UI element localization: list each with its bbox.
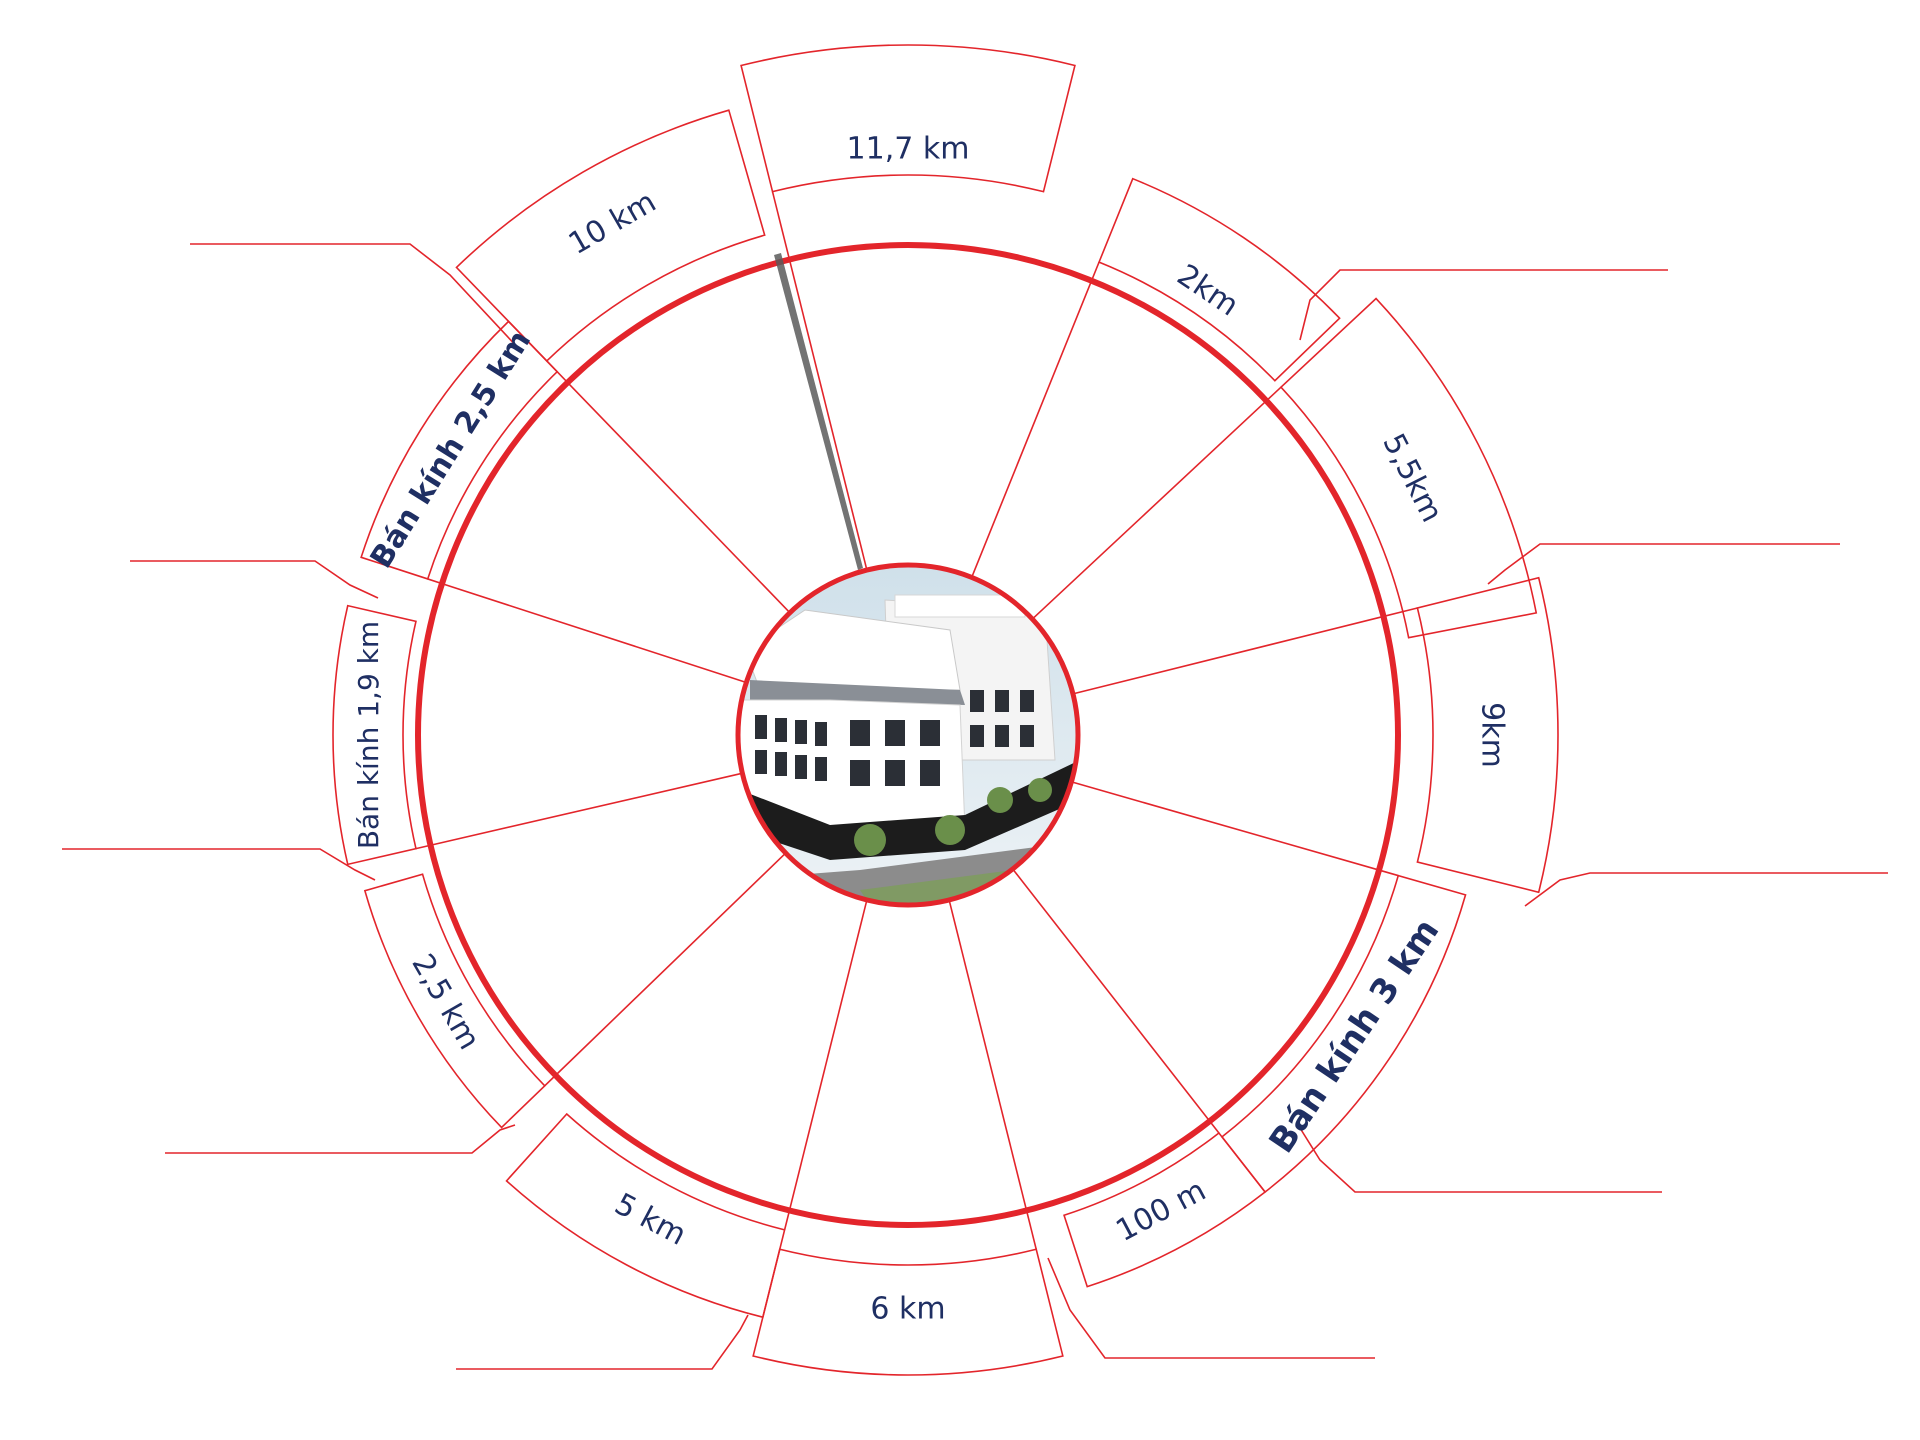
callout-line-nw-1	[190, 243, 521, 351]
band-segment-ssw	[505, 1112, 786, 1319]
spoke-connector-s	[1025, 1210, 1037, 1250]
callout-line-w-1	[130, 560, 379, 599]
spoke-sw	[554, 853, 785, 1076]
spoke-w	[430, 772, 741, 847]
band-segment-e	[1416, 576, 1559, 894]
band-segment-n	[740, 44, 1076, 193]
band-segment-ne	[1279, 297, 1538, 639]
spoke-connector-n	[771, 191, 791, 260]
spoke-connector-nw	[546, 360, 569, 384]
distance-label-w: Bán kính 1,9 km	[352, 621, 385, 849]
radius-ring	[415, 242, 1401, 1228]
band-segment-nw	[455, 109, 766, 363]
distance-label-ne: 5,5km	[1375, 428, 1449, 528]
spoke-connector-ne	[1265, 386, 1282, 402]
distance-label-nw: 10 km	[563, 184, 662, 261]
callout-line-sse-1	[1047, 1257, 1375, 1359]
callout-line-sw-1	[165, 1124, 516, 1154]
distance-label-n: 11,7 km	[847, 132, 970, 167]
distance-label-ssw: 5 km	[609, 1187, 692, 1253]
spoke-connector-ssw	[783, 1210, 791, 1231]
spoke-nne	[971, 280, 1093, 576]
callout-line-w-2	[62, 848, 376, 881]
callout-line-e-2	[1487, 543, 1840, 585]
band-segment-sse	[1063, 1131, 1267, 1288]
spoke-se	[1073, 781, 1380, 871]
band-segment-w	[332, 604, 417, 866]
spoke-connector-nne	[1090, 261, 1100, 281]
spoke-sse	[1013, 870, 1211, 1122]
outer-band	[332, 44, 1559, 1376]
spoke-connector-e	[1383, 607, 1418, 618]
callout-lines	[62, 243, 1888, 1370]
band-segment-nne	[1098, 177, 1341, 382]
spoke-wnw	[441, 582, 745, 683]
spoke-ne	[1033, 400, 1267, 619]
callout-line-s-1	[456, 1314, 749, 1370]
spoke-n	[788, 259, 868, 569]
spoke-ssw	[788, 901, 868, 1211]
band-segment-s	[752, 1248, 1064, 1376]
callout-line-e-1	[1524, 872, 1888, 907]
callout-line-ne-1	[1299, 269, 1668, 341]
distance-label-s: 6 km	[870, 1292, 945, 1327]
spoke-nw	[567, 381, 790, 612]
distance-label-e: 9km	[1475, 702, 1510, 768]
spoke-s	[948, 901, 1028, 1211]
distance-label-se: Bán kính 3 km	[1262, 912, 1448, 1161]
center-photo	[735, 562, 1081, 908]
north-needle	[774, 253, 863, 570]
spoke-connector-se	[1378, 869, 1399, 877]
callout-line-se-1	[1299, 1127, 1662, 1193]
band-segment-sw	[363, 873, 546, 1129]
radial-spokes	[415, 191, 1418, 1250]
spoke-e	[1074, 615, 1384, 695]
distance-label-nne: 2km	[1171, 258, 1245, 324]
